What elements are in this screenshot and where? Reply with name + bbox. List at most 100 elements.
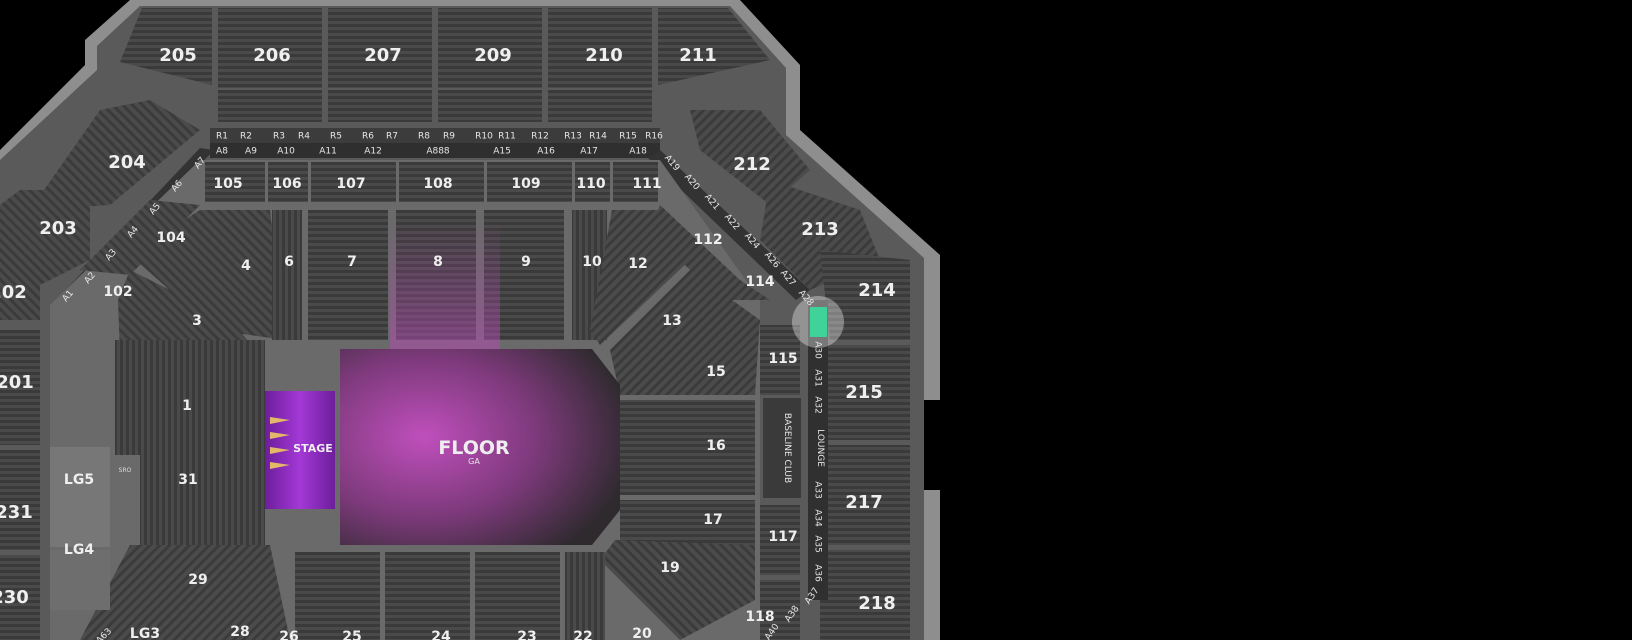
suite-a10[interactable]: A10	[277, 147, 295, 157]
section-10[interactable]: 10	[582, 254, 602, 270]
section-207[interactable]: 207	[364, 45, 402, 66]
lower-seat-fields	[50, 210, 760, 640]
section-9[interactable]: 9	[521, 254, 531, 270]
section-29[interactable]: 29	[188, 572, 207, 588]
stage-label: STAGE	[293, 442, 333, 455]
section-104[interactable]: 104	[156, 230, 185, 246]
section-211[interactable]: 211	[679, 45, 717, 66]
section-4[interactable]: 4	[241, 258, 251, 274]
section-217[interactable]: 217	[845, 492, 883, 513]
section-231[interactable]: 231	[0, 502, 33, 523]
section-213[interactable]: 213	[801, 219, 839, 240]
section-117[interactable]: 117	[768, 529, 797, 545]
suite-r4[interactable]: R4	[298, 132, 310, 142]
suite-a36[interactable]: A36	[813, 564, 823, 582]
section-13[interactable]: 13	[662, 313, 681, 329]
section-209[interactable]: 209	[474, 45, 512, 66]
suite-r16[interactable]: R16	[645, 132, 663, 142]
section-31[interactable]: 31	[178, 472, 197, 488]
section-8[interactable]: 8	[433, 254, 443, 270]
section-118[interactable]: 118	[745, 609, 774, 625]
section-106[interactable]: 106	[272, 176, 301, 192]
section-25[interactable]: 25	[342, 629, 361, 640]
suite-r8[interactable]: R8	[418, 132, 430, 142]
section-202[interactable]: 202	[0, 282, 27, 303]
suite-r11[interactable]: R11	[498, 132, 516, 142]
lounge-label: LOUNGE	[815, 429, 825, 467]
suite-r7[interactable]: R7	[386, 132, 398, 142]
suite-a18[interactable]: A18	[629, 147, 647, 157]
section-102[interactable]: 102	[103, 284, 132, 300]
section-206[interactable]: 206	[253, 45, 291, 66]
section-12[interactable]: 12	[628, 256, 647, 272]
section-24[interactable]: 24	[431, 629, 451, 640]
section-28[interactable]: 28	[230, 624, 249, 640]
suite-r14[interactable]: R14	[589, 132, 607, 142]
suite-r10[interactable]: R10	[475, 132, 493, 142]
section-111[interactable]: 111	[632, 176, 661, 192]
section-109[interactable]: 109	[511, 176, 540, 192]
loge-lg3[interactable]: LG3	[130, 626, 160, 640]
suite-a33[interactable]: A33	[813, 481, 823, 499]
suite-a9[interactable]: A9	[245, 147, 257, 157]
suite-a35[interactable]: A35	[813, 535, 823, 553]
suite-a12[interactable]: A12	[364, 147, 382, 157]
section-214[interactable]: 214	[858, 280, 896, 301]
section-26[interactable]: 26	[279, 629, 298, 640]
suite-a30[interactable]: A30	[813, 341, 823, 359]
section-16[interactable]: 16	[706, 438, 725, 454]
suite-r12[interactable]: R12	[531, 132, 549, 142]
section-15[interactable]: 15	[706, 364, 725, 380]
suite-a11[interactable]: A11	[319, 147, 337, 157]
loge-lg4[interactable]: LG4	[64, 542, 94, 558]
floor-label: FLOOR	[438, 437, 510, 459]
suite-a17[interactable]: A17	[580, 147, 598, 157]
suite-a888[interactable]: A888	[426, 147, 450, 157]
suite-r15[interactable]: R15	[619, 132, 637, 142]
section-215[interactable]: 215	[845, 382, 883, 403]
section-204[interactable]: 204	[108, 152, 146, 173]
section-20[interactable]: 20	[632, 626, 652, 640]
suite-r13[interactable]: R13	[564, 132, 582, 142]
club-seat-fields	[80, 162, 801, 640]
suite-r3[interactable]: R3	[273, 132, 285, 142]
suite-r2[interactable]: R2	[240, 132, 252, 142]
suite-a8[interactable]: A8	[216, 147, 228, 157]
section-108[interactable]: 108	[423, 176, 452, 192]
suite-r6[interactable]: R6	[362, 132, 374, 142]
section-115[interactable]: 115	[768, 351, 797, 367]
section-110[interactable]: 110	[576, 176, 605, 192]
section-205[interactable]: 205	[159, 45, 197, 66]
section-labels: 2052062072092102112042122032132022142012…	[0, 45, 896, 640]
section-210[interactable]: 210	[585, 45, 623, 66]
suite-a16[interactable]: A16	[537, 147, 555, 157]
section-114[interactable]: 114	[745, 274, 774, 290]
section-3[interactable]: 3	[192, 313, 202, 329]
section-112[interactable]: 112	[693, 232, 722, 248]
loge-lg5[interactable]: LG5	[64, 472, 94, 488]
section-23[interactable]: 23	[517, 629, 536, 640]
section-105[interactable]: 105	[213, 176, 242, 192]
suite-a34[interactable]: A34	[813, 509, 823, 527]
suite-r5[interactable]: R5	[330, 132, 342, 142]
suite-r9[interactable]: R9	[443, 132, 455, 142]
section-7[interactable]: 7	[347, 254, 357, 270]
section-6[interactable]: 6	[284, 254, 294, 270]
section-203[interactable]: 203	[39, 218, 77, 239]
section-107[interactable]: 107	[336, 176, 365, 192]
section-19[interactable]: 19	[660, 560, 679, 576]
section-230[interactable]: 230	[0, 587, 29, 608]
section-218[interactable]: 218	[858, 593, 896, 614]
suite-a15[interactable]: A15	[493, 147, 511, 157]
section-17[interactable]: 17	[703, 512, 722, 528]
section-201[interactable]: 201	[0, 372, 34, 393]
section-22[interactable]: 22	[573, 629, 592, 640]
selected-suite-a28[interactable]	[810, 307, 827, 337]
stage-lights	[270, 417, 290, 469]
suite-a31[interactable]: A31	[813, 369, 823, 387]
suite-a32[interactable]: A32	[813, 396, 823, 414]
suite-r1[interactable]: R1	[216, 132, 228, 142]
section-212[interactable]: 212	[733, 154, 771, 175]
floor-ga-section[interactable]	[340, 349, 620, 545]
section-1[interactable]: 1	[182, 398, 192, 414]
